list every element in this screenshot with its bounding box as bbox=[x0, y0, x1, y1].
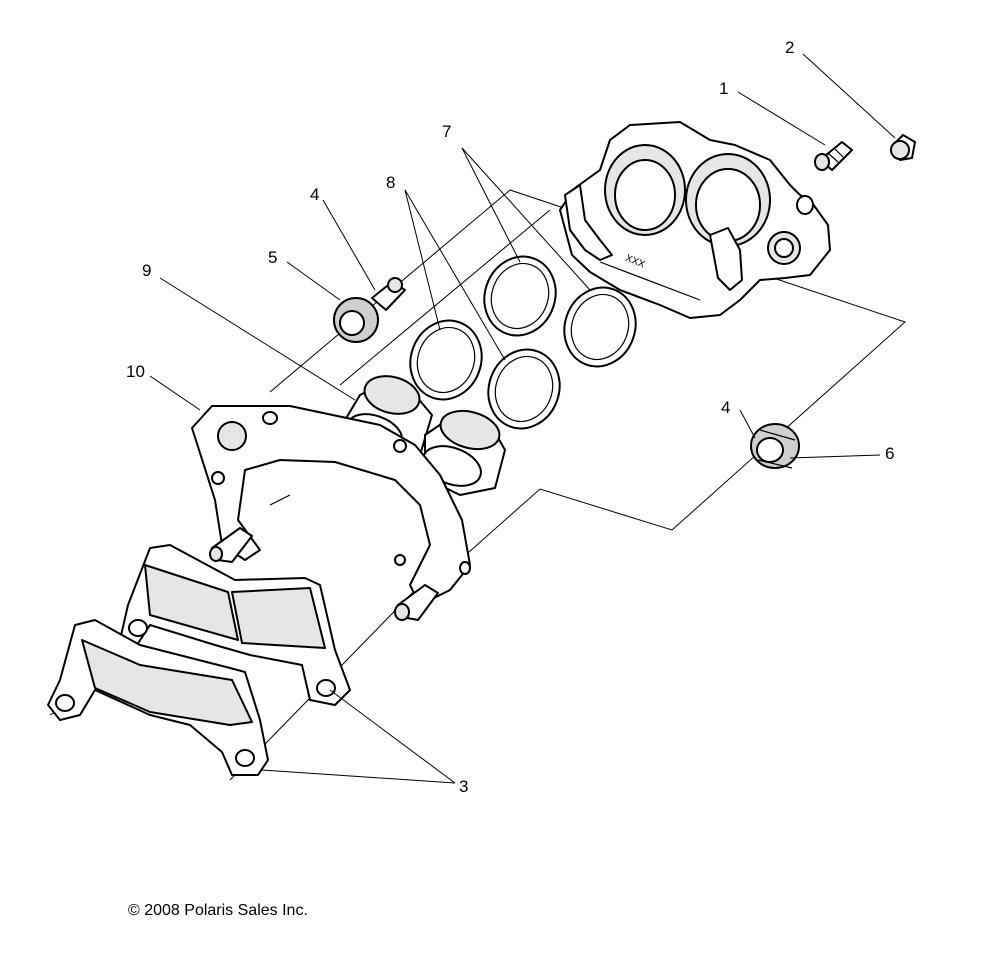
callout-2: 2 bbox=[785, 38, 794, 57]
caliper-pistons bbox=[344, 375, 506, 496]
callout-9: 9 bbox=[142, 261, 151, 280]
callout-4-left: 4 bbox=[310, 185, 319, 204]
callout-10: 10 bbox=[126, 362, 145, 381]
callout-8: 8 bbox=[386, 173, 395, 192]
bleeder-cap bbox=[890, 134, 916, 161]
bleeder-screw bbox=[814, 141, 853, 171]
callout-1: 1 bbox=[719, 79, 728, 98]
pin-bolt-assembly bbox=[333, 277, 406, 343]
brake-pad-inner bbox=[119, 544, 351, 706]
callout-4-right: 4 bbox=[721, 398, 730, 417]
callout-5: 5 bbox=[268, 248, 277, 267]
caliper-housing: XXX bbox=[559, 121, 831, 319]
callout-6: 6 bbox=[885, 444, 894, 463]
callout-labels: 1 2 7 8 4 5 9 10 4 6 3 bbox=[126, 38, 894, 796]
pin-bolt-boot-right bbox=[750, 423, 800, 469]
piston-seal-8 bbox=[409, 319, 561, 430]
callout-leaders bbox=[149, 53, 896, 784]
callout-7: 7 bbox=[442, 122, 451, 141]
callout-3: 3 bbox=[459, 777, 468, 796]
caliper-bracket bbox=[191, 405, 471, 621]
copyright-notice: © 2008 Polaris Sales Inc. bbox=[128, 902, 308, 919]
piston-seal-7 bbox=[483, 255, 637, 368]
brake-pad-outer bbox=[47, 619, 269, 776]
